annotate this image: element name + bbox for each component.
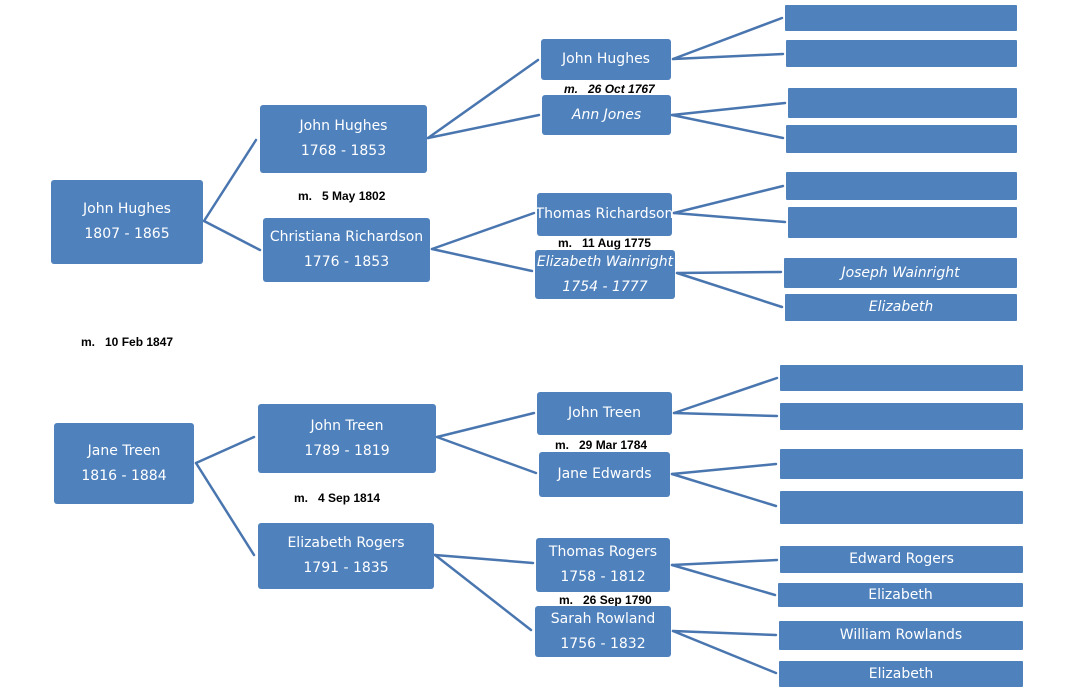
marriage-date: m. 10 Feb 1847 xyxy=(81,335,174,349)
person-dates: 1791 - 1835 xyxy=(303,560,389,576)
person-name: John Hughes xyxy=(562,51,650,67)
person-name: Thomas Rogers xyxy=(548,544,658,560)
person-box-empty[interactable] xyxy=(786,172,1017,200)
person-box-john-treen-1789[interactable]: John Treen 1789 - 1819 xyxy=(258,404,436,473)
person-name: Elizabeth xyxy=(868,299,934,315)
person-box-joseph-wainright[interactable]: Joseph Wainright xyxy=(784,258,1017,288)
person-name: Edward Rogers xyxy=(849,551,954,567)
person-name: Elizabeth xyxy=(868,586,933,603)
person-dates: 1758 - 1812 xyxy=(560,569,646,585)
person-name: Thomas Richardson xyxy=(535,206,674,222)
person-box-sarah-rowland[interactable]: Sarah Rowland 1756 - 1832 xyxy=(535,606,671,657)
person-box-empty[interactable] xyxy=(780,491,1023,524)
person-name: Sarah Rowland xyxy=(550,610,656,627)
person-box-elizabeth-wainright-mother[interactable]: Elizabeth xyxy=(785,294,1017,321)
marriage-date: m. 4 Sep 1814 xyxy=(294,491,381,505)
marriage-date: m. 11 Aug 1775 xyxy=(558,236,651,250)
person-box-edward-rogers[interactable]: Edward Rogers xyxy=(780,546,1023,573)
person-box-empty[interactable] xyxy=(780,403,1023,430)
person-box-william-rowlands[interactable]: William Rowlands xyxy=(779,621,1023,650)
person-dates: 1768 - 1853 xyxy=(300,143,387,159)
person-box-empty[interactable] xyxy=(786,40,1017,67)
person-box-empty[interactable] xyxy=(785,5,1017,31)
person-name: Jane Edwards xyxy=(557,466,652,482)
person-box-john-hughes-gg[interactable]: John Hughes xyxy=(541,39,671,80)
person-box-john-hughes-1807[interactable]: John Hughes 1807 - 1865 xyxy=(51,180,203,264)
person-name: Elizabeth Rogers xyxy=(287,535,405,551)
person-dates: 1789 - 1819 xyxy=(304,442,390,459)
person-box-thomas-richardson[interactable]: Thomas Richardson xyxy=(535,193,674,236)
person-box-elizabeth-wainright[interactable]: Elizabeth Wainright 1754 - 1777 xyxy=(535,250,675,299)
person-box-empty[interactable] xyxy=(788,88,1017,118)
person-box-christiana-richardson[interactable]: Christiana Richardson 1776 - 1853 xyxy=(263,218,430,282)
person-box-jane-treen[interactable]: Jane Treen 1816 - 1884 xyxy=(54,423,194,504)
person-box-empty[interactable] xyxy=(780,449,1023,479)
person-dates: 1754 - 1777 xyxy=(562,278,648,295)
person-name: William Rowlands xyxy=(839,627,963,643)
person-name: Joseph Wainright xyxy=(841,264,960,281)
person-name: Christiana Richardson xyxy=(269,229,424,245)
person-box-john-hughes-1768[interactable]: John Hughes 1768 - 1853 xyxy=(260,105,427,173)
person-box-elizabeth-rogers[interactable]: Elizabeth Rogers 1791 - 1835 xyxy=(258,523,434,589)
person-name: Elizabeth xyxy=(868,665,934,682)
person-box-empty[interactable] xyxy=(788,207,1017,238)
person-dates: 1776 - 1853 xyxy=(303,254,390,270)
person-name: Elizabeth Wainright xyxy=(536,253,674,270)
person-box-empty[interactable] xyxy=(780,365,1023,391)
marriage-date: m. 26 Oct 1767 xyxy=(564,82,655,96)
person-dates: 1756 - 1832 xyxy=(560,635,646,652)
person-box-elizabeth-rowland-mother[interactable]: Elizabeth xyxy=(779,661,1023,687)
person-box-john-treen-gg[interactable]: John Treen xyxy=(537,392,672,435)
person-box-ann-jones[interactable]: Ann Jones xyxy=(542,95,671,135)
person-name: John Hughes xyxy=(299,118,388,134)
person-box-elizabeth-rogers-mother[interactable]: Elizabeth xyxy=(778,583,1023,607)
person-box-thomas-rogers[interactable]: Thomas Rogers 1758 - 1812 xyxy=(536,538,670,592)
person-name: John Treen xyxy=(568,405,641,421)
person-dates: 1816 - 1884 xyxy=(81,467,167,484)
marriage-date: m. 5 May 1802 xyxy=(298,189,386,203)
person-name: Jane Treen xyxy=(87,442,161,459)
person-name: John Treen xyxy=(310,417,384,434)
person-dates: 1807 - 1865 xyxy=(84,226,170,242)
person-box-empty[interactable] xyxy=(786,125,1017,153)
marriage-date: m. 26 Sep 1790 xyxy=(559,593,652,607)
marriage-date: m. 29 Mar 1784 xyxy=(555,438,648,452)
person-name: John Hughes xyxy=(83,201,171,217)
person-name: Ann Jones xyxy=(571,106,642,123)
person-box-jane-edwards[interactable]: Jane Edwards xyxy=(539,452,670,497)
